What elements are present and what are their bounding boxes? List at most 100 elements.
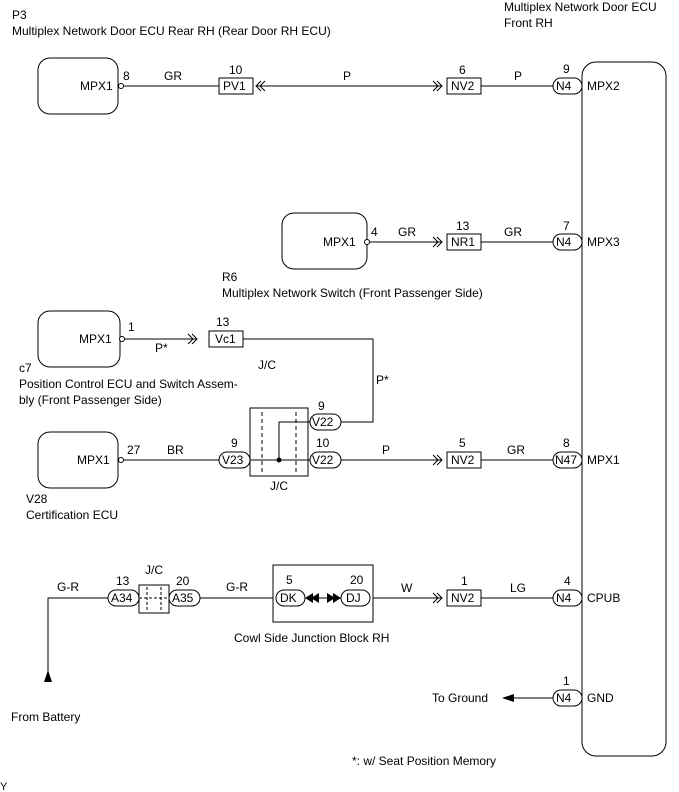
connector-v22-top [309,413,342,431]
ecu-connector-mpx1-pin: 8 [563,436,570,450]
ecu-connector-mpx3-label: N4 [556,235,572,249]
ecu-pin-mpx2: MPX2 [587,79,620,93]
cowl-junction-block [272,564,374,623]
ecu-pin-cpub: CPUB [587,591,620,605]
rear-ecu-terminal [118,83,124,89]
ecu-connector-mpx1-label: N47 [555,453,577,467]
cert-ecu-code: V28 [26,492,48,506]
connector-nv2-a-pin: 6 [459,63,466,77]
connector-nv2-b-pin: 5 [459,436,466,450]
connector-nr1-label: NR1 [451,235,475,249]
wire-p-mid-label: P [382,443,390,457]
battery-arrow-icon [44,670,52,682]
wire-p-star-a-label: P* [155,341,168,355]
connector-v22-bottom-pin: 10 [316,436,330,450]
cowl-plug-left-b [311,593,319,603]
cowl-plug-right-a [333,593,341,603]
connector-v22-top-pin: 9 [318,399,325,413]
connector-pv1 [218,77,254,95]
jc-box-label: J/C [270,479,288,493]
ecu-pin-mpx3: MPX3 [587,235,620,249]
plug-mark-nv2c-a [432,592,439,604]
ground-arrow-icon [502,694,514,702]
connector-v23 [218,451,251,469]
plug-mark-nr1-a [432,236,439,248]
jc-small-label: J/C [145,563,163,577]
wire-p-star-b-label: P* [376,373,389,387]
connector-v22-top-label: V22 [312,415,334,429]
connector-a34-pin: 13 [116,574,130,588]
connector-nv2-c-label: NV2 [451,591,475,605]
connector-v23-label: V23 [222,453,244,467]
ecu-connector-gnd [552,689,583,707]
plug-mark-nv2b-b [436,454,443,466]
connector-v23-pin: 9 [231,436,238,450]
plug-mark-nv2a-b [436,80,443,92]
connector-dk-label: DK [280,591,297,605]
ecu-connector-mpx2 [552,77,583,95]
switch-pin-no: 4 [371,225,378,239]
rear-ecu-code: P3 [12,8,27,22]
ecu-connector-mpx2-pin: 9 [563,62,570,76]
ecu-connector-gnd-label: N4 [556,691,572,705]
cowl-plug-right-b [327,593,335,603]
connector-dj-pin: 20 [350,573,364,587]
position-ecu-pin-no: 1 [128,320,135,334]
jc-upper-label: J/C [258,358,276,372]
switch-pin-label: MPX1 [323,235,356,249]
wire-p-rear1-label: P [343,69,351,83]
plug-mark-nr1-b [436,236,443,248]
ecu-connector-mpx3 [552,233,583,251]
ecu-connector-cpub [552,589,583,607]
rear-ecu-pin-no: 8 [123,69,130,83]
position-ecu-pin-label: MPX1 [79,332,112,346]
to-ground-label: To Ground [432,691,488,705]
plug-mark-nv2c-b [436,592,443,604]
connector-pv1-label: PV1 [223,79,246,93]
connector-vc1-pin: 13 [216,315,230,329]
connector-a34-label: A34 [111,591,133,605]
rear-ecu-name: Multiplex Network Door ECU Rear RH (Rear… [12,24,331,38]
wire-gr-rear-label: GR [164,69,182,83]
cert-ecu-pin-label: MPX1 [77,453,110,467]
connector-dj-label: DJ [346,591,361,605]
plug-mark-nv2b-a [432,454,439,466]
plug-mark-vc1-b [191,333,198,345]
ecu-pin-mpx1: MPX1 [587,453,620,467]
rear-ecu-pin-label: MPX1 [80,79,113,93]
cert-ecu-terminal [118,457,124,463]
connector-a35-label: A35 [172,591,194,605]
from-battery-label: From Battery [11,710,80,724]
plug-mark-nv2a-a [432,80,439,92]
ecu-connector-cpub-label: N4 [556,591,572,605]
footnote: *: w/ Seat Position Memory [352,754,496,768]
wire-g-r-mid-label: G-R [226,580,248,594]
wire-p-star-b [243,338,374,423]
jc-small-box [138,584,170,614]
position-ecu-name-line2: bly (Front Passenger Side) [19,393,162,407]
cowl-plug-left-a [305,593,313,603]
cert-ecu-name: Certification ECU [26,508,118,522]
wire-gr-mid-label: GR [507,443,525,457]
connector-nr1-pin: 13 [456,219,470,233]
connector-nv2-a-label: NV2 [451,79,475,93]
connector-dj [340,589,371,607]
jc-splice-dot [276,457,282,463]
ecu-pin-gnd: GND [587,691,614,705]
cert-ecu-pin-no: 27 [127,443,141,457]
ecu-connector-cpub-pin: 4 [564,574,571,588]
jc-internal-wire-a [278,421,310,460]
switch-terminal [364,239,370,245]
ecu-connector-mpx1 [552,451,583,469]
connector-nv2-c-pin: 1 [461,574,468,588]
wire-lg-label: LG [510,581,526,595]
position-ecu-code: c7 [19,361,32,375]
corner-mark: Y [0,781,8,792]
connector-vc1-label: Vc1 [215,332,236,346]
connector-nv2-b-label: NV2 [451,453,475,467]
connector-a35-pin: 20 [176,574,190,588]
wire-gr-sw1-label: GR [398,225,416,239]
connector-pv1-pin: 10 [229,63,243,77]
connector-dk-pin: 5 [286,573,293,587]
